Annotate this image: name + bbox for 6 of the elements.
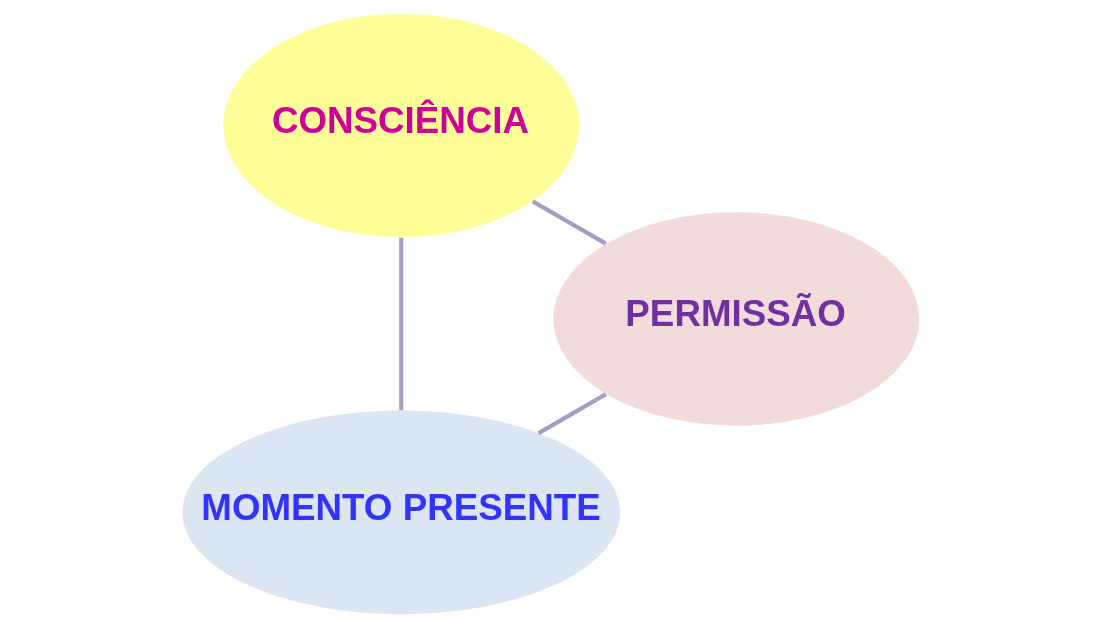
node-ellipse: PERMISSÃO [552, 212, 919, 426]
node-ellipse: CONSCIÊNCIA [222, 13, 579, 238]
connector [531, 199, 607, 246]
connector [398, 237, 403, 411]
connector [537, 392, 607, 435]
node-ellipse: MOMENTO PRESENTE [181, 410, 620, 615]
